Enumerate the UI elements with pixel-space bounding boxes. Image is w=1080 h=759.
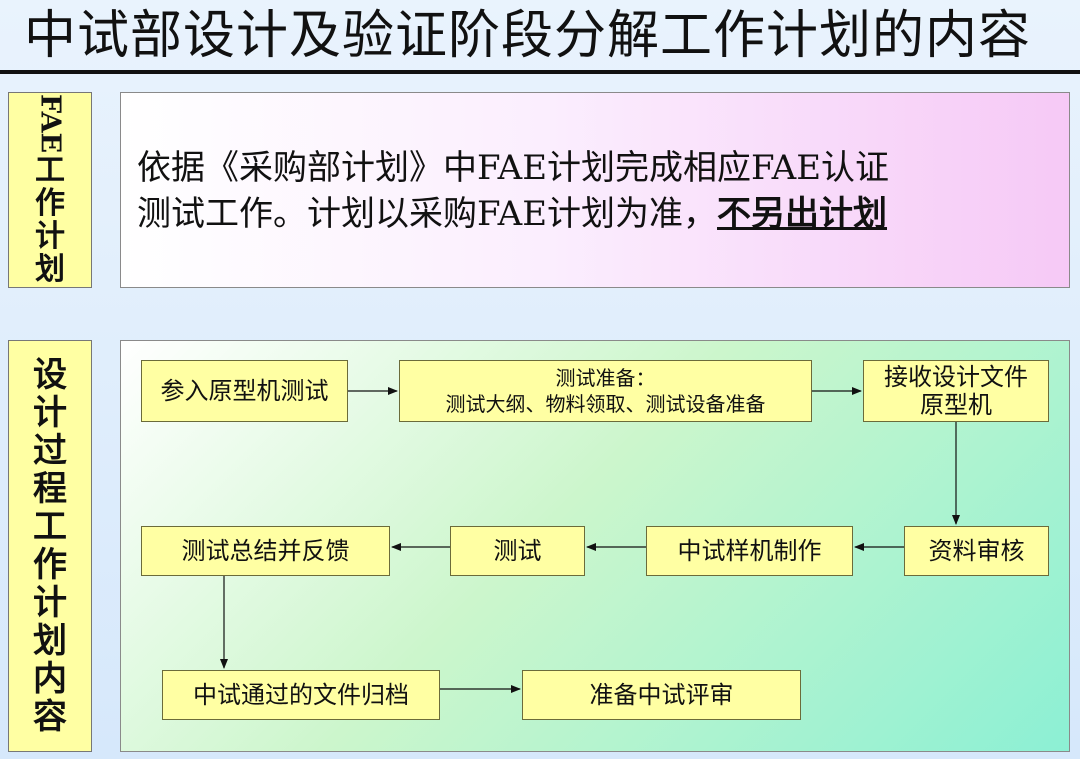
fae-plan-line-2-text: 测试工作。计划以采购FAE计划为准， [137, 194, 718, 234]
fae-plan-emphasis: 不另出计划 [717, 194, 888, 234]
flow-step-pilot-sample-build: 中试样机制作 [646, 526, 853, 576]
flow-step-label: 中试通过的文件归档 [193, 681, 409, 709]
flow-step-prepare-pilot-review: 准备中试评审 [522, 670, 801, 720]
flow-step-receive-design-files: 接收设计文件 原型机 [863, 360, 1049, 422]
section-label-char: 计 [33, 393, 67, 433]
flow-step-label: 测试准备： [555, 366, 656, 390]
section-label-char: 容 [33, 697, 67, 737]
section-label-char: 作 [33, 545, 67, 585]
section-label-char: 过 [33, 431, 67, 471]
flow-step-label: 参入原型机测试 [160, 377, 329, 405]
flow-step-label: 资料审核 [928, 537, 1025, 565]
section-label-char: 作 [35, 185, 65, 221]
section-label-char: 计 [35, 218, 65, 254]
flow-step-label: 准备中试评审 [589, 681, 734, 709]
section-label-design-process: 设 计 过 程 工 作 计 划 内 容 [8, 340, 92, 752]
flow-step-label: 测试总结并反馈 [181, 537, 350, 565]
section-label-fae-plan: FAE 工 作 计 划 [8, 92, 92, 288]
flow-step-label: 测试大纲、物料领取、测试设备准备 [445, 392, 766, 416]
flow-step-label: 原型机 [920, 391, 992, 419]
section-label-char: 程 [33, 469, 67, 509]
flow-step-label: 中试样机制作 [677, 537, 822, 565]
fae-plan-text: 依据《采购部计划》中FAE计划完成相应FAE认证 测试工作。计划以采购FAE计划… [137, 145, 1057, 237]
section-label-char: 内 [33, 659, 67, 699]
flow-step-label: 接收设计文件 [884, 363, 1028, 391]
section-label-char: 划 [35, 251, 65, 287]
flow-step-label: 测试 [493, 537, 542, 565]
section-label-char: 设 [33, 355, 67, 395]
section-label-char: 划 [33, 621, 67, 661]
page-title: 中试部设计及验证阶段分解工作计划的内容 [24, 6, 1032, 66]
flow-step-archive-documents: 中试通过的文件归档 [162, 670, 440, 720]
section-label-char: 工 [35, 152, 65, 188]
fae-plan-line-1: 依据《采购部计划》中FAE计划完成相应FAE认证 [137, 148, 890, 188]
flow-step-document-review: 资料审核 [904, 526, 1049, 576]
section-label-latin: FAE [34, 94, 66, 154]
flow-step-testing: 测试 [450, 526, 585, 576]
title-underline [0, 70, 1080, 74]
flow-step-test-summary-feedback: 测试总结并反馈 [141, 526, 390, 576]
flow-step-test-preparation: 测试准备： 测试大纲、物料领取、测试设备准备 [399, 360, 812, 422]
section-label-char: 工 [33, 507, 67, 547]
flow-step-prototype-testing: 参入原型机测试 [141, 360, 348, 422]
section-label-char: 计 [33, 583, 67, 623]
fae-plan-line-2: 测试工作。计划以采购FAE计划为准，不另出计划 [137, 191, 1057, 237]
fae-plan-panel: 依据《采购部计划》中FAE计划完成相应FAE认证 测试工作。计划以采购FAE计划… [120, 92, 1070, 288]
